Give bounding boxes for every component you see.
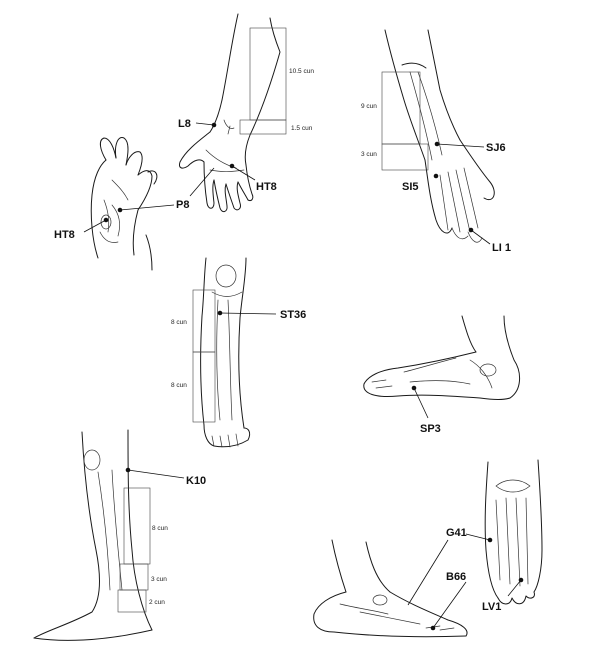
point-label-b66: B66 — [446, 571, 466, 583]
fist-hand-figure — [90, 136, 158, 271]
point-marker-li1 — [468, 227, 474, 233]
measure-shin-lower: 8 cun — [171, 382, 187, 389]
measure-forearm-lower: 1.5 cun — [291, 125, 313, 132]
point-label-ht8-fist: HT8 — [54, 229, 75, 241]
point-label-st36: ST36 — [280, 309, 306, 321]
measure-calf-mid: 3 cun — [151, 576, 167, 583]
point-label-g41: G41 — [446, 527, 467, 539]
measure-arm-lower: 3 cun — [361, 151, 377, 158]
dorsal-forearm-figure — [381, 29, 495, 243]
point-label-p8: P8 — [176, 199, 189, 211]
point-marker-st36 — [217, 310, 223, 316]
foot-medial-figure — [363, 315, 520, 400]
measure-arm-upper: 9 cun — [361, 103, 377, 110]
point-marker-k10 — [125, 467, 131, 473]
measure-calf-upper: 8 cun — [152, 525, 168, 532]
point-label-k10: K10 — [186, 475, 206, 487]
measure-shin-upper: 8 cun — [171, 319, 187, 326]
point-label-l8: L8 — [178, 118, 191, 130]
shin-front-figure — [192, 257, 251, 448]
point-marker-sp3 — [411, 385, 417, 391]
point-marker-p8 — [117, 207, 123, 213]
point-marker-si5 — [433, 173, 439, 179]
point-marker-lv1 — [518, 577, 524, 583]
point-marker-sj6 — [434, 141, 440, 147]
point-marker-g41 — [487, 537, 493, 543]
measure-calf-lower: 2 cun — [149, 599, 165, 606]
point-label-sj6: SJ6 — [486, 142, 506, 154]
point-label-ht8-palm: HT8 — [256, 181, 277, 193]
point-marker-ht8-fist — [103, 217, 109, 223]
point-marker-ht8-palm — [229, 163, 235, 169]
point-label-li1: LI 1 — [492, 242, 511, 254]
foot-lateral-figure — [313, 539, 468, 638]
point-label-sp3: SP3 — [420, 423, 441, 435]
lower-leg-figure — [33, 429, 153, 641]
point-label-si5: SI5 — [402, 181, 419, 193]
point-label-lv1: LV1 — [482, 601, 501, 613]
point-marker-b66 — [430, 625, 436, 631]
point-marker-l8 — [211, 122, 217, 128]
measure-forearm-upper: 10.5 cun — [289, 68, 314, 75]
foot-dorsal-figure — [484, 459, 543, 605]
